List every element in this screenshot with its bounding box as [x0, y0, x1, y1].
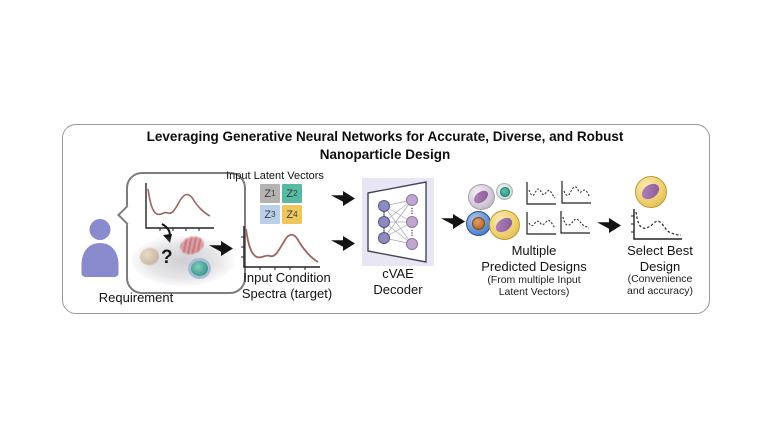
best-design-label: Select Best Design	[627, 243, 693, 274]
condition-spectra-graph	[241, 226, 320, 270]
predicted-particle-yellow-purple	[489, 210, 520, 240]
requirement-label: Requirement	[98, 290, 174, 305]
user-icon	[81, 219, 119, 277]
particle-core	[638, 180, 663, 203]
decoder-label: cVAE Decoder	[373, 266, 423, 297]
latent-vectors-label: Input Latent Vectors	[226, 170, 324, 182]
particle-core	[471, 188, 491, 206]
curved-down-arrow-icon	[161, 223, 172, 243]
predicted-spectrum-thumbnail-2	[561, 181, 591, 204]
best-design-sublabel: (Convenience and accuracy)	[627, 273, 693, 297]
figure-frame	[62, 124, 710, 314]
flow-arrow-spectra-to-decoder	[331, 236, 355, 251]
best-design-particle	[635, 176, 667, 208]
particle-core	[500, 187, 510, 197]
predicted-particle-blue-orange	[466, 211, 491, 236]
flow-arrow-decoder-to-designs	[441, 214, 465, 229]
flow-arrow-latent-to-decoder	[331, 191, 355, 206]
particle-core	[472, 217, 485, 230]
flow-arrow-requirement-to-spectra	[209, 241, 233, 256]
target-spectrum-thumbnail	[145, 183, 214, 231]
title-line1: Leveraging Generative Neural Networks fo…	[146, 129, 624, 144]
decoder-network	[367, 181, 427, 263]
candidate-particle-teal	[188, 258, 211, 279]
predicted-spectrum-thumbnail-1	[526, 182, 556, 205]
decoder-panel	[362, 178, 434, 266]
title-line2: Nanoparticle Design	[319, 146, 451, 162]
question-mark: ?	[161, 247, 173, 268]
predictions-label: Multiple Predicted Designs	[481, 243, 587, 274]
condition-spectra-label: Input Condition Spectra (target)	[241, 270, 333, 301]
flow-arrow-designs-to-best	[597, 218, 621, 233]
predicted-spectrum-thumbnail-4	[560, 211, 590, 234]
predicted-particle-gray-purple	[468, 184, 495, 210]
predicted-particle-teal	[496, 183, 513, 200]
predicted-spectrum-thumbnail-3	[526, 212, 556, 235]
particle-core	[493, 214, 515, 236]
best-design-spectrum-graph	[631, 209, 682, 240]
figure-title: Leveraging Generative Neural Networks fo…	[62, 128, 708, 163]
speech-bubble: ?	[117, 172, 246, 294]
predictions-sublabel: (From multiple Input Latent Vectors)	[487, 274, 581, 298]
